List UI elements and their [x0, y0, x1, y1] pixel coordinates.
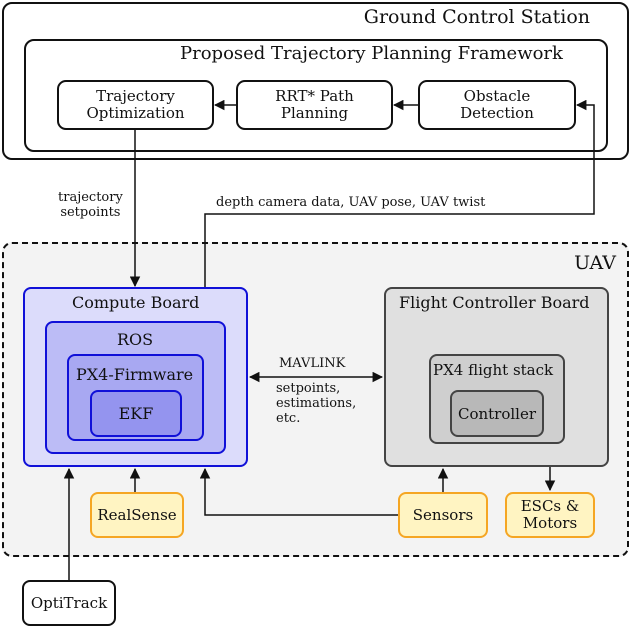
optitrack-box: OptiTrack	[22, 580, 116, 626]
depth-data-label: depth camera data, UAV pose, UAV twist	[216, 195, 486, 210]
mavlink-label: MAVLINK	[279, 356, 346, 371]
ros-label: ROS	[117, 330, 154, 349]
arrow-sensors-to-compute	[199, 467, 398, 516]
flight-controller-label: Flight Controller Board	[399, 293, 590, 312]
obstacle-detection-box: Obstacle Detection	[418, 80, 576, 130]
framework-title: Proposed Trajectory Planning Framework	[180, 43, 563, 64]
controller-box: Controller	[450, 390, 544, 437]
trajectory-optimization-box: Trajectory Optimization	[57, 80, 214, 130]
px4-flight-stack-label: PX4 flight stack	[433, 361, 554, 379]
trajectory-setpoints-label: trajectory setpoints	[58, 190, 123, 220]
ekf-box: EKF	[90, 390, 182, 437]
sensors-box: Sensors	[398, 492, 488, 538]
escs-motors-box: ESCs & Motors	[505, 492, 595, 538]
realsense-box: RealSense	[90, 492, 184, 538]
mavlink-detail-label: setpoints, estimations, etc.	[276, 381, 357, 426]
px4-firmware-label: PX4-Firmware	[76, 365, 194, 384]
compute-board-label: Compute Board	[72, 293, 200, 312]
gcs-title: Ground Control Station	[363, 6, 590, 28]
arrow-compute-to-obstacle	[204, 99, 595, 287]
rrt-path-planning-box: RRT* Path Planning	[236, 80, 393, 130]
uav-title: UAV	[574, 252, 616, 274]
